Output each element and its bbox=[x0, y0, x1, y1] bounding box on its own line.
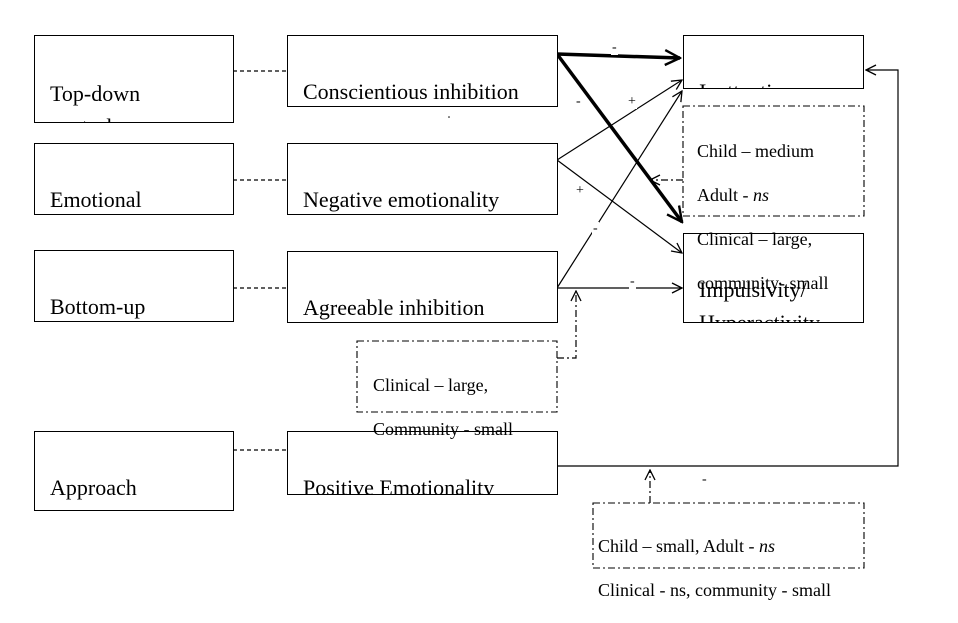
moderator-1-line-3: Clinical – large, bbox=[697, 229, 813, 249]
sign-ne-inattention: + bbox=[627, 94, 637, 109]
moderator-box-1: Child – medium Adult - ns Clinical – lar… bbox=[697, 118, 863, 293]
moderator-3-line-2: Clinical - ns, community - small bbox=[598, 580, 831, 600]
construct-emotional-reactivity-box: Emotional Reactivity bbox=[34, 143, 234, 215]
trait-agreeable-label: Agreeable inhibition bbox=[303, 295, 485, 320]
path-pe-inattention bbox=[557, 70, 899, 467]
sign-ai-inattention: - bbox=[592, 221, 599, 236]
construct-approach-box: Approach tendencies bbox=[34, 431, 234, 511]
moderator-3-line-1: Child – small, Adult - ns bbox=[598, 536, 776, 556]
construct-bottom-up-box: Bottom-up control processes bbox=[34, 250, 234, 322]
diagram-canvas bbox=[233, 0, 899, 569]
sign-pe-inattention: - bbox=[702, 472, 707, 487]
trait-conscientious-box: Conscientious inhibition bbox=[287, 35, 558, 107]
trait-positive-box: Positive Emotionality bbox=[287, 431, 558, 495]
moderator-1-line-1: Child – medium bbox=[697, 141, 814, 161]
sign-ai-impulsivity: - bbox=[629, 274, 636, 289]
path-ne-impulsivity bbox=[556, 159, 682, 253]
trait-conscientious-label: Conscientious inhibition bbox=[303, 79, 519, 104]
construct-approach-label: Approach tendencies bbox=[50, 475, 143, 510]
moderator-2-line-1: Clinical – large, bbox=[373, 375, 489, 395]
moderator-box-3: Child – small, Adult - ns Clinical - ns,… bbox=[598, 513, 862, 600]
outcome-inattention-box: Inattention bbox=[683, 35, 864, 89]
moderator-1-line-4: community- small bbox=[697, 273, 829, 293]
construct-top-down-label: Top-down control processes bbox=[50, 81, 202, 122]
construct-top-down-box: Top-down control processes bbox=[34, 35, 234, 123]
path-ci-inattention bbox=[556, 54, 680, 58]
sign-ne-impulsivity: + bbox=[575, 183, 585, 198]
trait-agreeable-box: Agreeable inhibition bbox=[287, 251, 558, 323]
path-ci-impulsivity bbox=[555, 52, 682, 222]
path-ai-inattention bbox=[556, 91, 682, 289]
moderator-2-line-2: Community - small bbox=[373, 419, 514, 439]
moderator-box-2-border bbox=[356, 340, 558, 413]
construct-bottom-up-label: Bottom-up control processes bbox=[50, 294, 146, 319]
outcome-impulsivity-label: Impulsivity/ Hyperactivity bbox=[699, 277, 820, 323]
path-ne-inattention bbox=[556, 80, 682, 161]
trait-negative-label: Negative emotionality bbox=[303, 187, 500, 212]
sign-ci-inattention: - bbox=[611, 40, 618, 55]
construct-emotional-reactivity-label: Emotional Reactivity bbox=[50, 187, 142, 212]
moderator-3-italic-ns: ns bbox=[759, 536, 776, 556]
moderator-1-line-2: Adult - ns bbox=[697, 185, 770, 205]
outcome-inattention-label: Inattention bbox=[699, 79, 794, 88]
stray-dot bbox=[448, 116, 450, 118]
trait-positive-label: Positive Emotionality bbox=[303, 475, 495, 495]
trait-negative-box: Negative emotionality bbox=[287, 143, 558, 215]
moderator-box-3-border bbox=[592, 502, 865, 569]
outcome-impulsivity-box: Impulsivity/ Hyperactivity bbox=[683, 233, 864, 323]
sign-ci-impulsivity: - bbox=[575, 94, 582, 109]
moderator-box-1-border bbox=[682, 105, 865, 217]
moderator-1-italic-ns: ns bbox=[753, 185, 770, 205]
moderator-arrow-2 bbox=[557, 291, 576, 359]
moderator-box-2: Clinical – large, Community - small bbox=[373, 352, 555, 439]
